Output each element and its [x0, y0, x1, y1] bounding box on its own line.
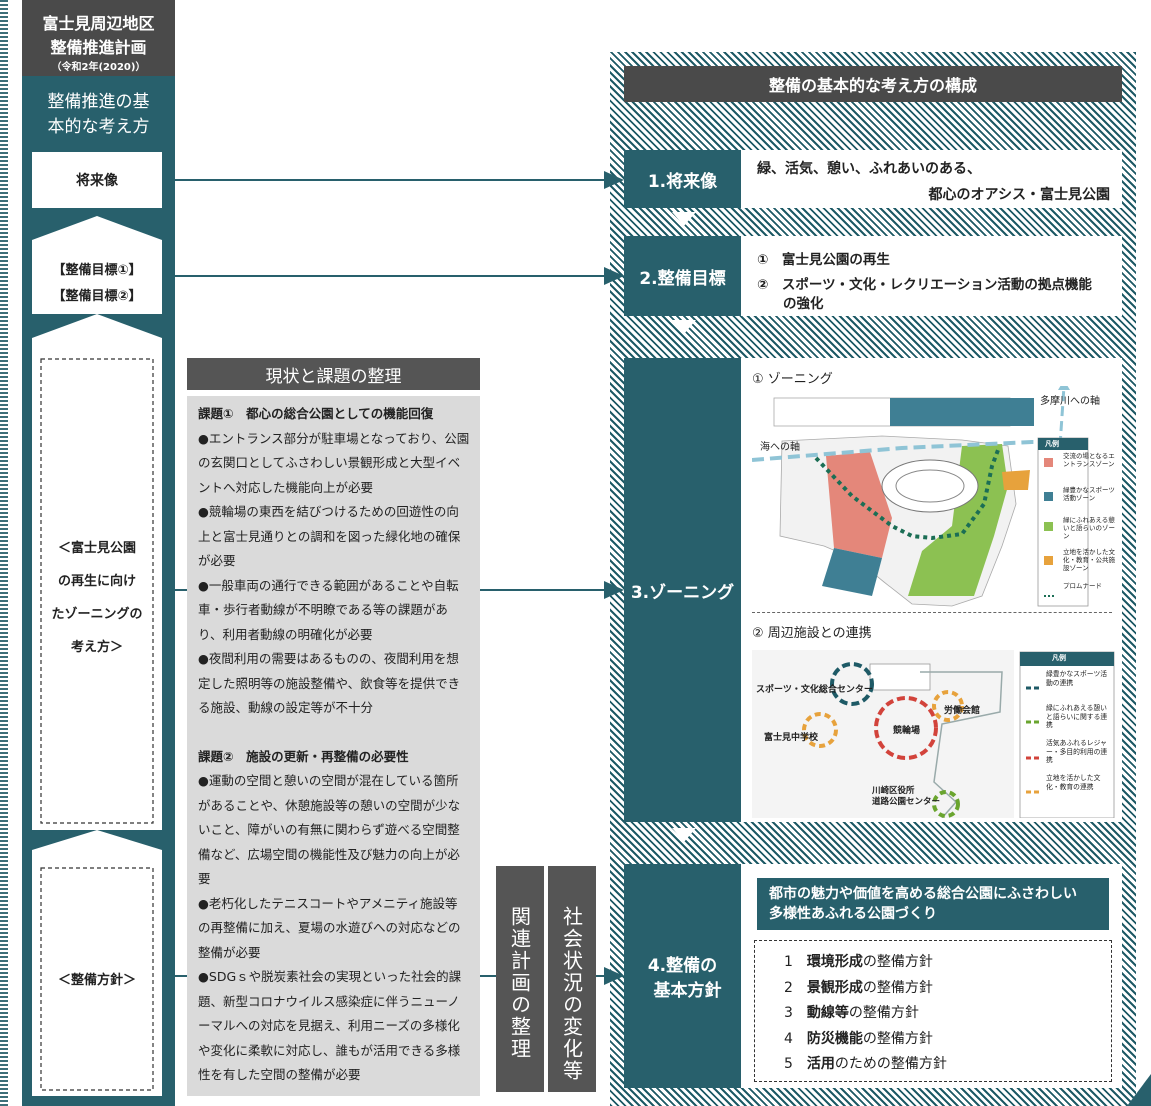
section4-label-line1: 4.整備の — [647, 956, 718, 976]
zoning-concept-line2: の再生に向け — [57, 574, 136, 589]
down-arrow — [672, 212, 696, 226]
zone-blue-top — [890, 398, 1034, 426]
facility-map — [752, 650, 1115, 818]
plan-title-year: （令和2年(2020)） — [51, 62, 146, 73]
future-box: 将来像 — [32, 152, 162, 208]
zoning-concept-line1: ＜富士見公園 — [57, 541, 136, 556]
facility-roudou-label: 労働会館 — [944, 706, 981, 716]
section4-label-line2: 基本方針 — [653, 981, 722, 1001]
issues-header: 現状と課題の整理 — [187, 358, 480, 390]
issue1-item: ●競輪場の東西を結びつけるための回遊性の向上と富士見通りとの調和を図った緑化地の… — [198, 504, 461, 568]
goal2-label: 【整備目標②】 — [52, 289, 142, 304]
goal-labels: 【整備目標①】 【整備目標②】 — [32, 258, 162, 310]
structure-header: 整備の基本的な考え方の構成 — [624, 66, 1122, 102]
goal-item2-line2: の強化 — [783, 296, 824, 312]
tama-axis-label: 多摩川への軸 — [1040, 396, 1100, 407]
policy-heading-line1: 都市の魅力や価値を高める総合公園にふさわしい — [769, 886, 1077, 902]
legend-link-culture: 立地を活かした文化・教育の連携 — [1046, 774, 1101, 791]
legend-entrance: 交流の場となるエントランスゾーン — [1063, 452, 1115, 468]
facility-school-label: 富士見中学校 — [764, 733, 819, 743]
sidebar-concept-heading: 整備推進の基 本的な考え方 — [22, 82, 175, 142]
sidebar-concept-line1: 整備推進の基 — [47, 92, 150, 112]
goal-item1: ① 富士見公園の再生 — [757, 252, 890, 268]
policy-item-2: 2 景観形成の整備方針 — [784, 979, 933, 996]
legend-promenade: プロムナード — [1063, 582, 1102, 590]
goal-item2-line1: ② スポーツ・文化・レクリエーション活動の拠点機能 — [757, 277, 1092, 293]
issues-content: 課題① 都心の総合公園としての機能回復 ●エントランス部分が駐車場となっており、… — [198, 402, 470, 1088]
plan-title-line1: 富士見周辺地区 — [42, 14, 155, 33]
section1-label: 1.将来像 — [624, 150, 741, 208]
section3-label: 3.ゾーニング — [624, 358, 741, 822]
section2-content: ① 富士見公園の再生 ② スポーツ・文化・レクリエーション活動の拠点機能 の強化 — [741, 236, 1122, 316]
issue2-item: ●運動の空間と憩いの空間が混在している箇所があることや、休憩施設等の憩いの空間が… — [198, 773, 461, 886]
zoning-map — [752, 386, 1089, 607]
social-change-column: 社会状況の変化等 — [548, 866, 596, 1092]
zoning-map-title: ① ゾーニング — [752, 372, 833, 387]
issue1-item: ●エントランス部分が駐車場となっており、公園の玄関口としてふさわしい景観形成と大… — [198, 430, 470, 495]
legend-link-green: 緑にふれあえる憩いと語らいに関する連携 — [1046, 704, 1108, 729]
link-legend-title: 凡例 — [1052, 654, 1066, 662]
corner-mark — [1127, 1074, 1151, 1106]
plan-title-line2: 整備推進計画 — [50, 38, 147, 57]
policy-list: 1 環境形成の整備方針 2 景観形成の整備方針 3 動線等の整備方針 4 防災機… — [784, 950, 947, 1078]
policy-item-1: 1 環境形成の整備方針 — [784, 954, 933, 970]
section1-content: 緑、活気、憩い、ふれあいのある、 都心のオアシス・富士見公園 — [741, 150, 1122, 208]
policy-heading-line2: 多様性あふれる公園づくり — [769, 906, 937, 922]
zoning-legend-title: 凡例 — [1045, 440, 1059, 448]
issue1-item: ●一般車両の通行できる範囲があることや自転車・歩行者動線が不明瞭である等の課題が… — [198, 577, 459, 642]
section4-label: 4.整備の 基本方針 — [624, 864, 741, 1088]
legend-sports: 緑豊かなスポーツ活動ゾーン — [1063, 486, 1115, 502]
issue2-item: ●老朽化したテニスコートやアメニティ施設等の再整備に加え、夏場の水遊びへの対応な… — [198, 895, 461, 960]
zoning-concept-box — [32, 314, 162, 830]
legend-link-leisure: 活気あふれるレジャー・多目的利用の連携 — [1046, 739, 1108, 764]
policy-concept-label: ＜整備方針＞ — [57, 972, 136, 988]
future-vision-line1: 緑、活気、憩い、ふれあいのある、 — [757, 161, 981, 177]
link-legend: 緑豊かなスポーツ活動の連携 緑にふれあえる憩いと語らいに関する連携 活気あふれる… — [1046, 670, 1110, 791]
section2-label: 2.整備目標 — [624, 236, 741, 316]
legend-green: 緑にふれあえる憩いと語らいのゾーン — [1063, 516, 1115, 540]
left-edge-stripe — [0, 0, 8, 1106]
facility-sports-label: スポーツ・文化総合センター — [756, 685, 873, 695]
legend-culture: 立地を活かした文化・教育・公共施設ゾーン — [1063, 548, 1115, 572]
zone-entrance — [826, 452, 892, 558]
zoning-concept-line4: 考え方＞ — [70, 640, 123, 655]
issues-panel — [187, 396, 480, 1096]
future-vision-line2: 都心のオアシス・富士見公園 — [928, 187, 1110, 203]
legend-link-sports: 緑豊かなスポーツ活動の連携 — [1046, 670, 1108, 687]
facility-keirin-label: 競輪場 — [893, 726, 921, 736]
issue2-item: ●SDGｓや脱炭素社会の実現といった社会的課題、新型コロナウイルス感染症に伴うニ… — [198, 969, 462, 1082]
policy-item-4: 4 防災機能の整備方針 — [784, 1030, 933, 1047]
sidebar-concept-line2: 本的な考え方 — [47, 117, 150, 137]
sea-axis-label: 海への軸 — [760, 442, 800, 453]
zoning-concept-line3: たゾーニングの — [51, 607, 143, 622]
policy-heading: 都市の魅力や価値を高める総合公園にふさわしい 多様性あふれる公園づくり — [757, 878, 1109, 930]
zoning-concept-text: ＜富士見公園 の再生に向け たゾーニングの 考え方＞ — [32, 532, 162, 664]
down-arrow — [672, 320, 696, 334]
down-arrow — [672, 828, 696, 842]
related-plans-column: 関連計画の整理 — [496, 866, 544, 1092]
goal1-label: 【整備目標①】 — [52, 263, 142, 278]
zone-sports — [822, 548, 882, 596]
issue1-title: 課題① 都心の総合公園としての機能回復 — [198, 406, 434, 421]
policy-concept-box — [32, 830, 162, 1096]
policy-item-3: 3 動線等の整備方針 — [784, 1005, 919, 1021]
zoning-legend: 交流の場となるエントランスゾーン 緑豊かなスポーツ活動ゾーン 緑にふれあえる憩い… — [1063, 452, 1115, 590]
map-divider — [752, 612, 1112, 613]
policy-item-5: 5 活用のための整備方針 — [784, 1056, 947, 1072]
policy-list-box — [754, 940, 1112, 1082]
issue2-title: 課題② 施設の更新・再整備の必要性 — [198, 748, 409, 764]
goal-box — [32, 216, 162, 314]
zone-orange — [1002, 470, 1030, 490]
link-map-title: ② 周辺施設との連携 — [752, 626, 872, 641]
zone-green — [908, 444, 1008, 596]
plan-title-box: 富士見周辺地区 整備推進計画 （令和2年(2020)） — [22, 0, 175, 76]
issue1-item: ●夜間利用の需要はあるものの、夜間利用を想定した照明等の施設整備や、飲食等を提供… — [198, 651, 461, 715]
facility-ward-label: 川崎区役所 道路公園センター — [872, 786, 941, 807]
